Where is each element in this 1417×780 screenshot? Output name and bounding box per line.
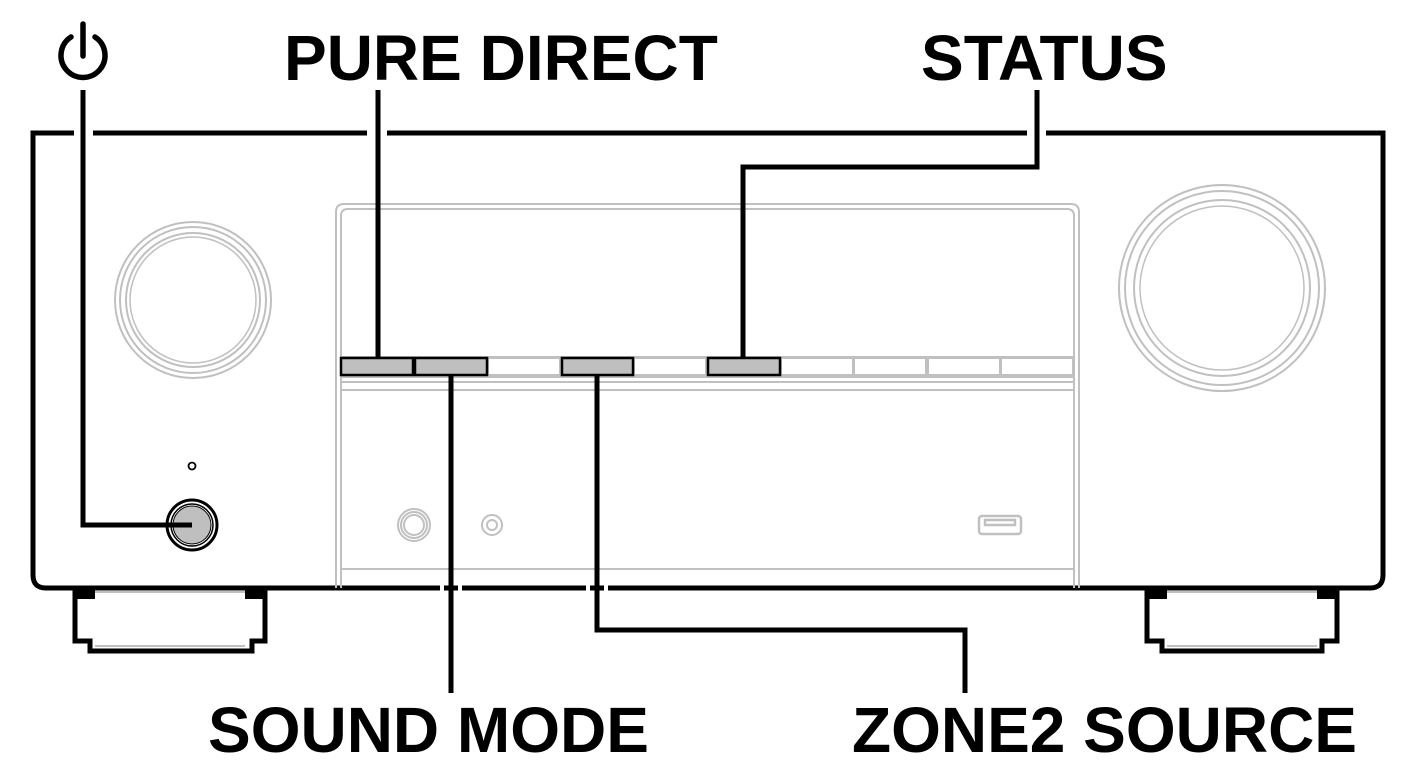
leader-status [740,90,1040,358]
right-foot [1144,588,1340,654]
button-row [339,356,1074,377]
indicator-led [187,461,197,471]
leader-lines [80,90,1040,693]
zone2-source-button[interactable] [560,356,635,377]
center-panel [335,203,1080,588]
input-selector-knob[interactable] [114,221,272,379]
mic-jack-icon [481,514,503,536]
leader-power [80,90,192,528]
sound-mode-label: SOUND MODE [208,694,649,766]
master-volume-knob[interactable] [1118,184,1326,392]
status-label: STATUS [921,22,1168,94]
left-foot [72,588,268,654]
headphone-jack-icon [397,508,431,542]
chassis-outline [30,130,1386,591]
pure-direct-label: PURE DIRECT [284,22,718,94]
leader-zone2-source [594,375,968,693]
usb-port-icon [977,514,1023,536]
pure-direct-button[interactable] [339,356,415,377]
sound-mode-button[interactable] [413,356,489,377]
zone2-source-label: ZONE2 SOURCE [852,694,1357,766]
status-button[interactable] [706,356,782,377]
power-icon [58,21,108,81]
